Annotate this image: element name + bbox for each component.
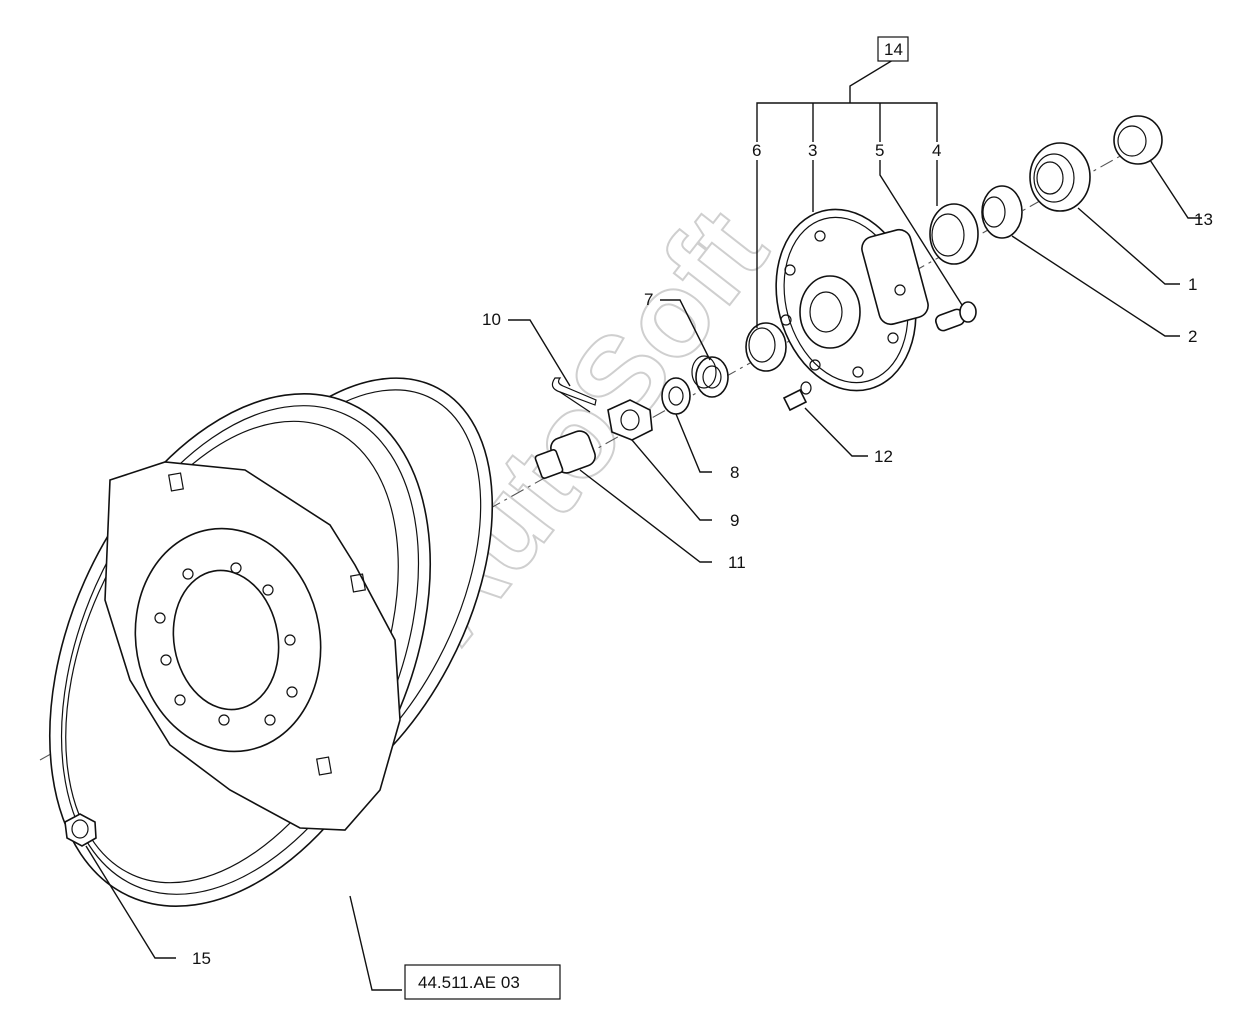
part-2-bearing-cone (981, 185, 1023, 239)
part-15-nut (64, 813, 97, 847)
part-1-seal (1029, 142, 1091, 212)
part-11-hub-cap (534, 430, 596, 479)
part-label-13: 13 (1194, 210, 1213, 229)
part-label-2: 2 (1188, 327, 1197, 346)
part-10-split-pin (551, 377, 597, 413)
part-7-bearing-cone (691, 355, 729, 398)
part-label-5: 5 (875, 141, 884, 160)
part-label-4: 4 (932, 141, 941, 160)
reference-label: 44.511.AE 03 (418, 973, 520, 992)
part-label-3: 3 (808, 141, 817, 160)
part-4-bearing-cup (929, 203, 979, 265)
part-9-castle-nut (607, 399, 653, 441)
part-label-9: 9 (730, 511, 739, 530)
part-label-11: 11 (728, 553, 746, 572)
part-label-6: 6 (752, 141, 761, 160)
group-label-box (877, 36, 909, 62)
part-8-washer (661, 377, 691, 415)
part-label-10: 10 (482, 310, 501, 329)
part-13-ring (1113, 115, 1163, 165)
leader-lines (85, 59, 1202, 991)
part-label-15: 15 (192, 949, 211, 968)
part-6-bearing-cup (745, 322, 787, 372)
group-label: 14 (884, 40, 903, 59)
wheel-rim (48, 377, 494, 907)
part-label-7: 7 (644, 290, 653, 309)
part-label-8: 8 (730, 463, 739, 482)
part-label-12: 12 (874, 447, 893, 466)
reference-label-box (404, 964, 561, 1000)
part-3-wheel-hub (775, 208, 929, 392)
part-12-grease-nipple (782, 381, 812, 412)
part-label-1: 1 (1188, 275, 1197, 294)
part-5-wheel-stud (934, 301, 977, 332)
